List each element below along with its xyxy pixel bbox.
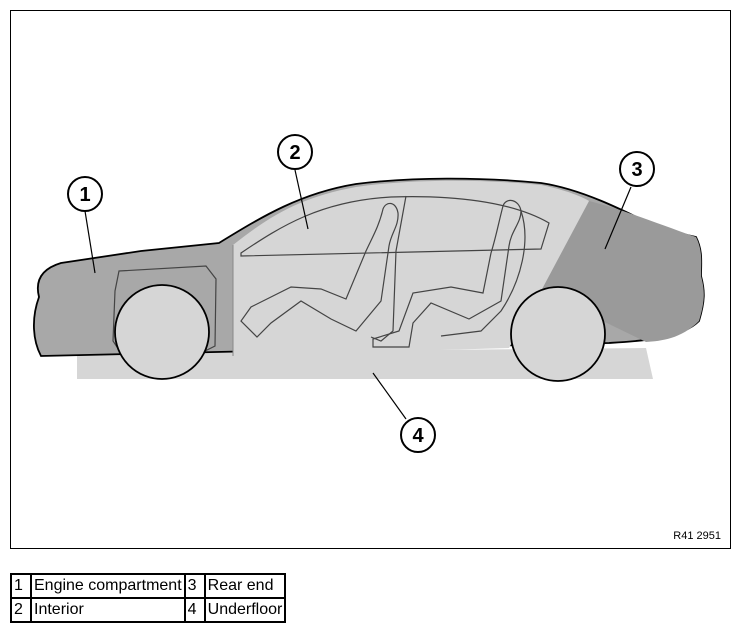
legend-label: Underfloor <box>203 597 287 623</box>
underfloor-zone <box>77 348 653 379</box>
legend-number: 3 <box>183 573 206 599</box>
callout-1-number: 1 <box>79 184 90 206</box>
legend-label: Engine compartment <box>30 573 186 599</box>
front-seat-outline <box>370 195 407 342</box>
rear-seat-outline <box>440 210 526 337</box>
callout-2-number: 2 <box>289 142 300 164</box>
callout-3-number: 3 <box>631 159 642 181</box>
figure-frame: 1 2 3 4 R41 2951 <box>10 10 731 549</box>
callout-1-leader <box>84 210 96 274</box>
callout-1: 1 <box>67 176 103 212</box>
legend-number: 1 <box>10 573 32 599</box>
legend-row: 1 Engine compartment 3 Rear end <box>10 573 287 599</box>
legend-row: 2 Interior 4 Underfloor <box>10 597 287 623</box>
legend-label: Rear end <box>203 573 287 599</box>
callout-2-leader <box>294 169 309 230</box>
callout-4-number: 4 <box>412 425 424 447</box>
front-wheel <box>114 284 210 380</box>
legend-table: 1 Engine compartment 3 Rear end 2 Interi… <box>10 573 287 623</box>
legend-number: 4 <box>183 597 206 623</box>
rear-wheel <box>510 286 606 382</box>
window-outline <box>240 196 550 257</box>
legend-number: 2 <box>10 597 32 623</box>
callout-4: 4 <box>400 417 436 453</box>
legend-label: Interior <box>30 597 186 623</box>
callout-2: 2 <box>277 134 313 170</box>
passenger-figure <box>372 199 522 348</box>
figure-code: R41 2951 <box>673 530 721 542</box>
callout-3: 3 <box>619 151 655 187</box>
callout-3-leader <box>604 186 632 250</box>
driver-figure <box>240 202 399 338</box>
callout-4-leader <box>372 372 407 420</box>
car-zone-diagram: 1 2 3 4 <box>33 134 705 453</box>
